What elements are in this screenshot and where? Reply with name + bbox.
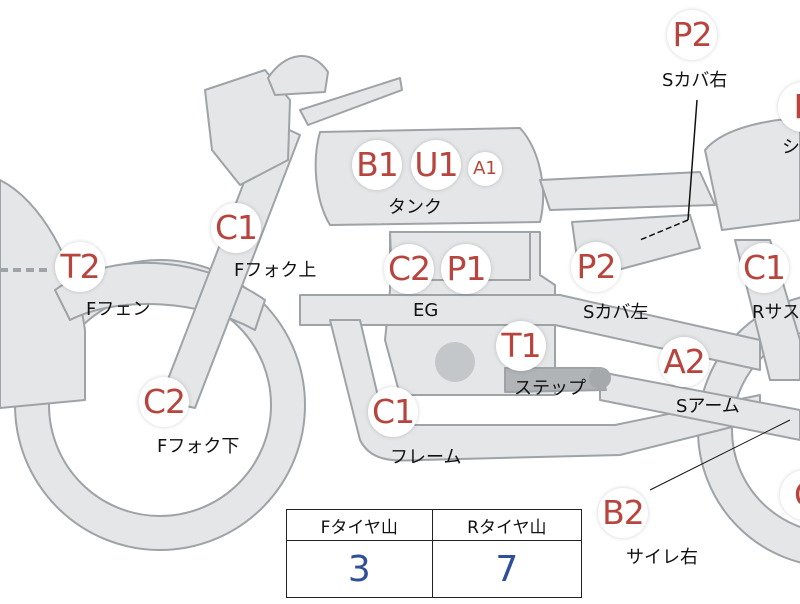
- front-tire-header: Fタイヤ山: [286, 509, 433, 541]
- silencer-leader: [649, 419, 791, 491]
- headlight-cowl: [204, 69, 291, 186]
- label-frame: フレーム: [390, 447, 462, 468]
- headlight: [267, 55, 329, 96]
- label-f-fork-lower: Fフォク下: [157, 436, 240, 457]
- tire-table-header-row: Fタイヤ山 Rタイヤ山: [286, 509, 583, 541]
- rear-tire-value: 7: [431, 540, 583, 598]
- badge-p-partial: P: [778, 82, 800, 132]
- badge-b2: B2: [598, 488, 648, 538]
- badge-b1: B1: [352, 140, 402, 190]
- badge-c1-rsus: C1: [739, 243, 789, 293]
- badge-a2: A2: [659, 337, 709, 387]
- badge-a1: A1: [468, 152, 502, 186]
- badge-c2-eg: C2: [384, 244, 434, 294]
- step-peg: [589, 367, 611, 389]
- rear-tire-header: Rタイヤ山: [431, 509, 583, 541]
- label-f-fender: Fフェン: [86, 299, 151, 320]
- label-seat-partial: シ: [782, 137, 800, 158]
- label-step: ステップ: [514, 378, 586, 399]
- label-silencer-right: サイレ右: [626, 547, 698, 568]
- label-f-fork-upper: Fフォク上: [234, 260, 317, 281]
- badge-c2-fork: C2: [139, 377, 189, 427]
- badge-t2: T2: [55, 242, 105, 292]
- footstep: [504, 367, 607, 393]
- tire-tread-table: Fタイヤ山 Rタイヤ山 3 7: [286, 509, 583, 598]
- badge-p2-left: P2: [571, 242, 621, 292]
- front-tire-value: 3: [286, 540, 433, 598]
- badge-t1: T1: [496, 321, 546, 371]
- label-engine: EG: [413, 300, 439, 321]
- engine-cover-circle: [435, 342, 475, 382]
- label-s-cover-left: Sカバ左: [583, 302, 649, 323]
- rear-seat: [704, 117, 800, 231]
- frame-upper: [299, 294, 761, 371]
- badge-c-partial: C: [780, 470, 800, 520]
- seat: [539, 171, 716, 211]
- badge-c1-frame: C1: [368, 387, 418, 437]
- label-s-cover-right: Sカバ右: [662, 70, 728, 91]
- badge-p2-right: P2: [667, 10, 717, 60]
- badge-u1: U1: [411, 140, 461, 190]
- label-tank: タンク: [388, 197, 442, 218]
- tire-table-value-row: 3 7: [286, 540, 583, 598]
- label-r-sus-partial: Rサス: [752, 302, 800, 323]
- label-swing-arm: Sアーム: [676, 396, 740, 417]
- s-cover-right-leader: [687, 99, 698, 221]
- handlebar: [299, 77, 403, 126]
- badge-c1-fork: C1: [211, 203, 261, 253]
- badge-p1: P1: [441, 244, 491, 294]
